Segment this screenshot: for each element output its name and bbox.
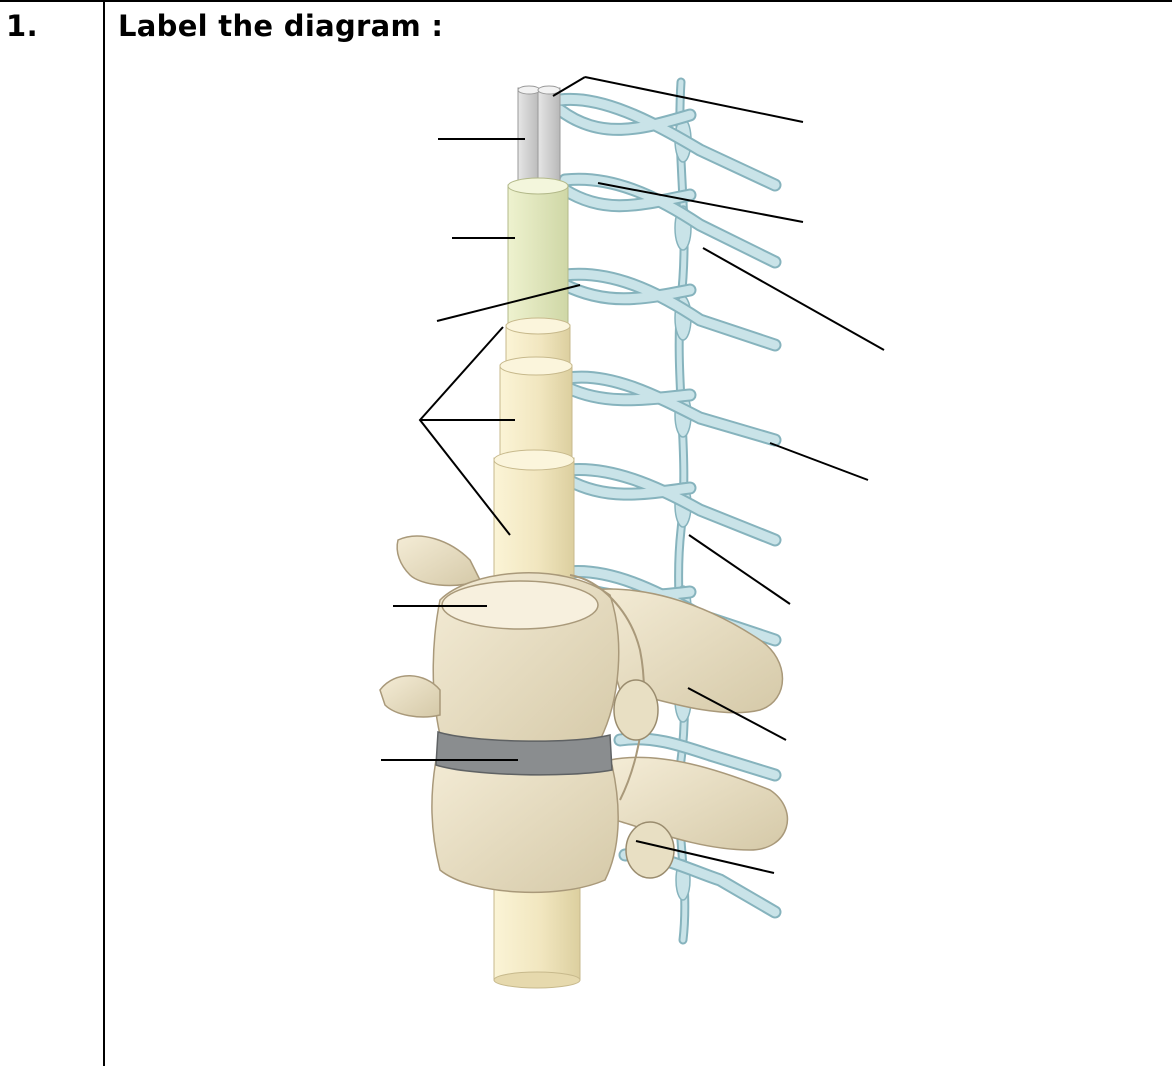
leader-line-10 <box>770 443 868 480</box>
vertebrae <box>380 536 787 892</box>
